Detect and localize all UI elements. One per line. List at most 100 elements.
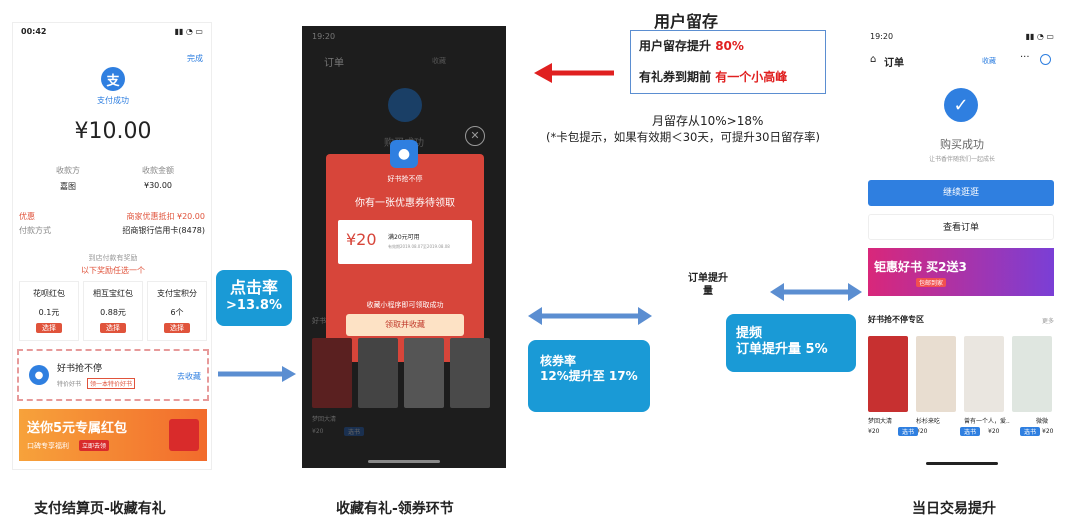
reward-value: 6个	[170, 308, 184, 317]
frequency-title: 提频	[736, 326, 763, 341]
caption-phone3: 当日交易提升	[912, 501, 996, 517]
more-link[interactable]: 更多	[1041, 318, 1054, 325]
select-book-button[interactable]: 选书	[898, 427, 919, 436]
coupon-popup: ● 好书抢不停 你有一张优惠券待领取 ¥20 满20元可用 有效期2019.08…	[326, 140, 484, 362]
banner-button[interactable]: 立即去领	[79, 440, 110, 451]
view-order-button[interactable]: 查看订单	[868, 214, 1054, 240]
popup-tip: 收藏小程序即可领取成功	[366, 301, 444, 309]
favorite-card[interactable]: ● 好书抢不停 特价好书 领一本特价好书 去收藏	[17, 349, 209, 401]
bg-select-button: 选书	[344, 427, 365, 436]
select-button[interactable]: 选择	[164, 323, 190, 333]
reward-title: 以下奖励任选一个	[81, 266, 145, 275]
book-title: 杉杉来吃	[916, 418, 941, 425]
success-sub: 让书香伴随我们一起成长	[928, 156, 995, 163]
book-title: 微微	[1036, 418, 1049, 425]
arrow-to-phone2	[218, 366, 296, 382]
coupon-rate-callout: 核券率 12%提升至 17%	[528, 340, 650, 412]
click-rate-callout: 点击率 >13.8%	[216, 270, 292, 326]
coupon-rate-value: 12%提升至 17%	[540, 369, 638, 383]
fav-sub: 特价好书	[57, 381, 82, 388]
amount-label: 收款金额	[142, 166, 174, 175]
reward-name: 支付宝积分	[157, 289, 197, 298]
select-button[interactable]: 选择	[36, 323, 62, 333]
promo-banner-sub: 包邮到家	[916, 278, 947, 287]
coupon-ticket: ¥20 满20元可用 有效期2019.08.07至2019.08.08	[338, 220, 472, 264]
home-icon[interactable]: ⌂	[870, 54, 877, 65]
double-arrow-coupon	[528, 307, 652, 325]
add-favorite-button[interactable]: 去收藏	[177, 372, 201, 381]
red-arrow-retention	[534, 63, 614, 83]
koala-logo-icon: ●	[390, 140, 418, 168]
discount-value: 商家优惠抵扣 ¥20.00	[126, 212, 205, 221]
caption-phone2: 收藏有礼-领券环节	[336, 501, 454, 517]
book-cover[interactable]	[964, 336, 1004, 412]
bg-section: 好书	[312, 317, 326, 325]
fav-tag: 领一本特价好书	[87, 378, 136, 389]
retention-line2: 有礼券到期前 有一个小高峰	[639, 68, 817, 85]
status-icons: ▮▮ ◔ ▭	[174, 27, 203, 36]
fav-button[interactable]: 收藏	[432, 57, 446, 65]
status-time: 19:20	[312, 32, 336, 41]
close-mini-icon[interactable]	[1040, 54, 1051, 65]
click-rate-value: >13.8%	[226, 298, 282, 313]
reward-hint: 到店付款有奖励	[88, 254, 138, 262]
book-price: ¥20	[1042, 428, 1054, 435]
popup-app-name: 好书抢不停	[387, 175, 423, 183]
status-icons: ▮▮ ◔ ▭	[1025, 32, 1054, 41]
retention-note1: 月留存从10%>18%	[652, 114, 764, 128]
coupon-rate-title: 核券率	[540, 354, 577, 368]
retention-line2-text: 有礼券到期前	[639, 70, 712, 84]
select-book-button[interactable]: 选书	[1020, 427, 1041, 436]
phone-coupon-popup: 19:20 订单 收藏 购买成功 ✕ ● 好书抢不停 你有一张优惠券待领取 ¥2…	[302, 26, 506, 468]
book-cover[interactable]	[868, 336, 908, 412]
check-icon: ✓	[944, 88, 978, 122]
amount-value: ¥30.00	[144, 181, 172, 190]
page-title: 订单	[324, 58, 344, 69]
frequency-callout: 提频 订单提升量 5%	[726, 314, 856, 372]
close-icon[interactable]: ✕	[465, 126, 485, 146]
reward-value: 0.88元	[100, 308, 126, 317]
reward-option: 花呗红包 0.1元 选择	[19, 281, 79, 341]
retention-line2-highlight: 有一个小高峰	[715, 70, 788, 84]
done-button[interactable]: 完成	[187, 54, 203, 63]
bg-book-cover	[450, 338, 490, 408]
method-value: 招商银行信用卡(8478)	[122, 226, 205, 235]
book-title: 梦回大清	[868, 418, 893, 425]
fav-button[interactable]: 收藏	[982, 57, 996, 65]
discount-label: 优惠	[19, 212, 35, 221]
book-cover[interactable]	[1012, 336, 1052, 412]
reward-name: 相互宝红包	[93, 289, 133, 298]
continue-button[interactable]: 继续逛逛	[868, 180, 1054, 206]
phone-payment-result: 00:42 ▮▮ ◔ ▭ 完成 支 支付成功 ¥10.00 收款方 收款金额 嘉…	[12, 22, 212, 470]
promo-banner[interactable]: 钜惠好书 买2送3 包邮到家	[868, 248, 1054, 296]
coupon-validity: 有效期2019.08.07至2019.08.08	[388, 244, 450, 249]
reward-options: 花呗红包 0.1元 选择 相互宝红包 0.88元 选择 支付宝积分 6个 选择	[19, 281, 207, 341]
koala-logo-icon: ●	[29, 365, 49, 385]
frequency-value: 订单提升量 5%	[736, 342, 828, 358]
alipay-logo-icon: 支	[101, 67, 125, 91]
order-label-line2: 量	[703, 286, 713, 297]
more-icon[interactable]: ···	[1020, 52, 1030, 63]
book-price: ¥20	[988, 428, 1000, 435]
coupon-amount: ¥20	[346, 230, 377, 249]
order-label: 订单提升 量	[672, 272, 744, 298]
payee-value: 嘉图	[60, 182, 76, 191]
reward-option: 支付宝积分 6个 选择	[147, 281, 207, 341]
book-title: 曾有一个人，爱...	[964, 418, 1010, 425]
status-time: 19:20	[870, 32, 894, 41]
book-price: ¥20	[868, 428, 880, 435]
red-packet-banner[interactable]: 送你5元专属红包 口碑专享福利 立即去领	[19, 409, 207, 461]
select-button[interactable]: 选择	[100, 323, 126, 333]
bg-book-cover	[404, 338, 444, 408]
retention-line1: 用户留存提升 80%	[639, 37, 817, 54]
status-time: 00:42	[21, 27, 47, 36]
retention-box: 用户留存提升 80% 有礼券到期前 有一个小高峰	[630, 30, 826, 94]
select-book-button[interactable]: 选书	[960, 427, 981, 436]
claim-and-favorite-button[interactable]: 领取并收藏	[346, 314, 464, 336]
fav-name: 好书抢不停	[57, 364, 103, 374]
banner-sub: 口碑专享福利	[27, 442, 69, 450]
home-indicator	[926, 462, 998, 465]
bg-book-cover	[358, 338, 398, 408]
book-cover[interactable]	[916, 336, 956, 412]
phone-order-success: 19:20 ▮▮ ◔ ▭ ⌂ 订单 收藏 ··· ✓ 购买成功 让书香伴随我们一…	[864, 26, 1060, 470]
